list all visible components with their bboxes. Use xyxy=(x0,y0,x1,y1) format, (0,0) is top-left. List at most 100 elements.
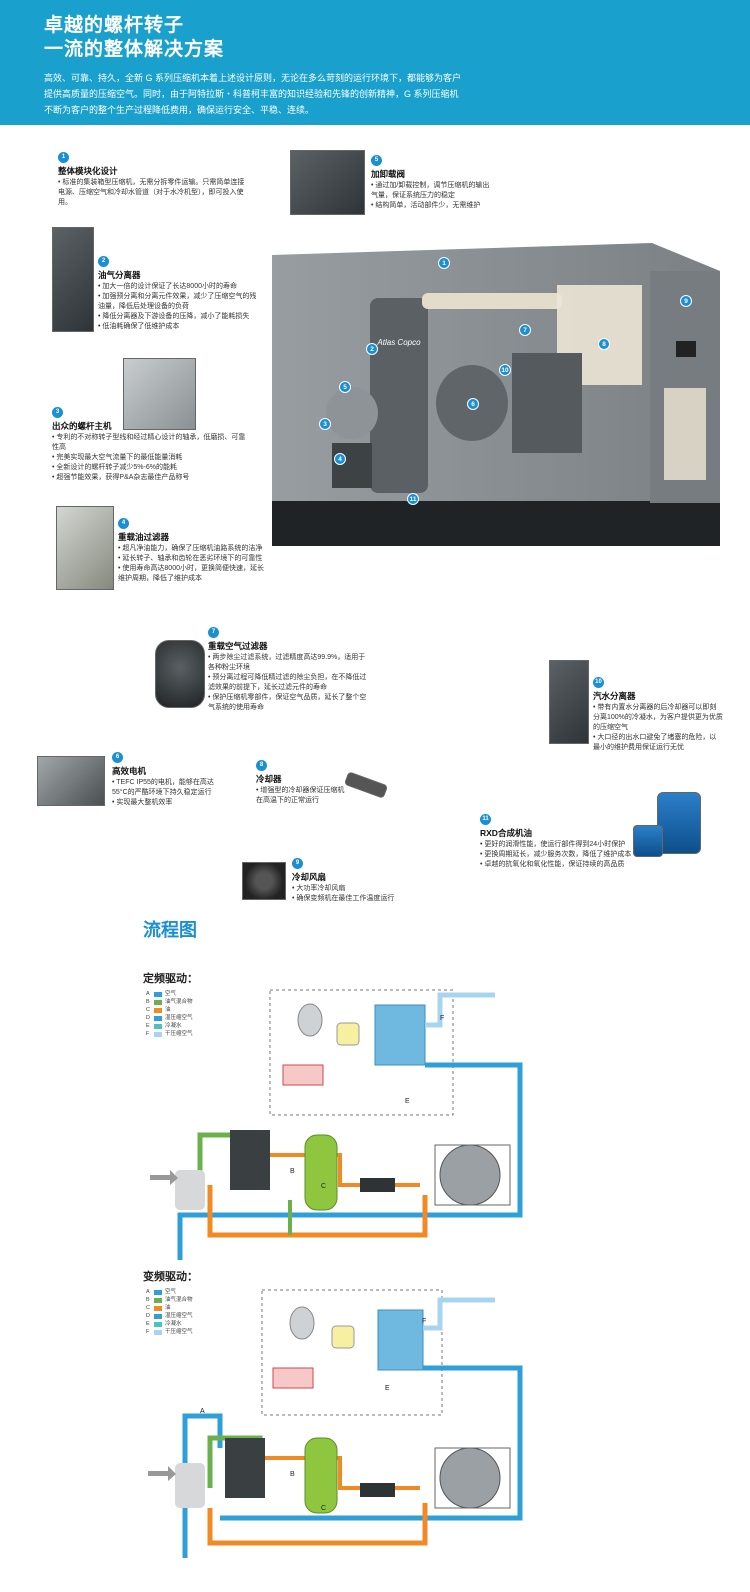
feature-modular-design: 1 整体模块化设计 标准的集装箱型压缩机，无需分拆零件运输。只需简单连接电源、压… xyxy=(58,152,248,208)
feature-title: 冷却风扇 xyxy=(292,872,327,882)
feature-item: 通过加/卸载控制，调节压缩机的输出气量，保证系统压力的稳定 xyxy=(371,181,491,201)
feature-oil-filter: 4 重载油过滤器 超凡净油能力，确保了压缩机油路系统的洁净 延长转子、轴承和齿轮… xyxy=(118,518,268,584)
machine-badge: 8 xyxy=(598,338,610,350)
feature-title: 汽水分离器 xyxy=(593,691,636,701)
legend-swatch xyxy=(154,1329,162,1335)
svg-text:B: B xyxy=(290,1168,295,1175)
feature-item: 降低分离器及下游设备的压降，减小了能耗损失 xyxy=(98,312,258,322)
feature-number: 4 xyxy=(118,518,129,529)
feature-title: 重载油过滤器 xyxy=(118,532,170,542)
feature-item: 超强节能效果，获得P&A杂志最佳产品称号 xyxy=(52,473,252,483)
legend-swatch xyxy=(154,1007,162,1013)
feature-air-filter: 7 重载空气过滤器 两步除尘过滤系统，过滤精度高达99.9%，适用于各种粉尘环境… xyxy=(208,627,368,713)
feature-item: 更换周期延长，减少服务次数，降低了维护成本 xyxy=(480,850,650,860)
machine-badge: 10 xyxy=(499,364,511,376)
machine-badge: 6 xyxy=(467,398,479,410)
legend-swatch xyxy=(154,1015,162,1021)
hero-banner: 卓越的螺杆转子 一流的整体解决方案 高效、可靠、持久，全新 G 系列压缩机本着上… xyxy=(0,0,750,125)
variable-speed-title: 变频驱动： xyxy=(143,1271,198,1283)
feature-item: TEFC IP55的电机，能够在高达55°C的严酷环境下持久稳定运行 xyxy=(112,778,222,798)
screw-element-photo xyxy=(123,358,196,430)
legend-swatch xyxy=(154,1289,162,1295)
feature-item: 标准的集装箱型压缩机，无需分拆零件运输。只需简单连接电源、压缩空气和冷却水管道（… xyxy=(58,178,248,208)
feature-number: 11 xyxy=(480,814,491,825)
legend-swatch xyxy=(154,1321,162,1327)
flow-chart-title: 流程图 xyxy=(143,920,197,940)
feature-item: 增强型的冷却器保证压缩机在高温下的正常运行 xyxy=(256,786,346,806)
legend-swatch xyxy=(154,1031,162,1037)
legend-swatch xyxy=(154,1023,162,1029)
feature-item: 加大一倍的设计保证了长达8000小时的寿命 xyxy=(98,282,258,292)
feature-item: 保护压缩机零部件，保证空气品质，延长了整个空气系统的使用寿命 xyxy=(208,693,368,713)
feature-number: 6 xyxy=(112,752,123,763)
svg-text:E: E xyxy=(405,1098,410,1105)
feature-screw-element: 3 出众的螺杆主机 专利的不对称转子型线和经过精心设计的轴承，低磨损、可靠性高 … xyxy=(52,407,252,483)
feature-item: 卓越的抗氧化和氧化性能，保证持续的高品质 xyxy=(480,860,650,870)
feature-item: 全新设计的螺杆转子减少5%-6%的能耗 xyxy=(52,463,252,473)
feature-cooling-fan: 9 冷却风扇 大功率冷却风扇 确保变频机在最佳工作温度运行 xyxy=(292,858,422,904)
svg-text:E: E xyxy=(385,1385,390,1392)
hero-title-1: 卓越的螺杆转子 xyxy=(44,15,185,36)
feature-oil-separator: 2 油气分离器 加大一倍的设计保证了长达8000小时的寿命 加强预分离和分离元件… xyxy=(98,256,258,332)
feature-item: 带有内置水分离器的后冷却器可以即刻分离100%的冷凝水，为客户提供更为优质的压缩… xyxy=(593,703,723,733)
feature-item: 大口径的出水口避免了堵塞的危险，以最小的维护费用保证运行无忧 xyxy=(593,733,723,753)
oil-separator-photo xyxy=(52,227,94,332)
feature-item: 延长转子、轴承和齿轮在恶劣环境下的可靠性 xyxy=(118,554,268,564)
machine-badge: 4 xyxy=(334,453,346,465)
svg-text:C: C xyxy=(321,1183,326,1190)
feature-number: 9 xyxy=(292,858,303,869)
feature-item: 更好的润滑性能，使运行部件得到24小时保护 xyxy=(480,840,650,850)
machine-badge: 11 xyxy=(407,493,419,505)
machine-badge: 2 xyxy=(366,343,378,355)
compressor-machine-illustration: Atlas Copco 1 2 3 4 5 6 7 8 9 10 11 xyxy=(272,243,722,548)
feature-title: 重载空气过滤器 xyxy=(208,641,268,651)
oil-drum-photo xyxy=(657,792,701,854)
feature-item: 预分离过程可降低精过滤的除尘负担，在不降低过滤效果的前提下，延长过滤元件的寿命 xyxy=(208,673,368,693)
svg-text:C: C xyxy=(321,1505,326,1512)
feature-title: 油气分离器 xyxy=(98,270,141,280)
feature-number: 10 xyxy=(593,677,604,688)
legend-swatch xyxy=(154,1297,162,1303)
fixed-speed-flow-diagram: B C E F xyxy=(150,989,523,1260)
variable-speed-flow-diagram: A B C E F xyxy=(148,1289,523,1558)
feature-number: 8 xyxy=(256,760,267,771)
legend-swatch xyxy=(154,991,162,997)
motor-photo xyxy=(37,756,105,806)
machine-badge: 1 xyxy=(438,257,450,269)
svg-text:F: F xyxy=(422,1318,426,1325)
hero-title-2: 一流的整体解决方案 xyxy=(44,39,225,60)
feature-number: 1 xyxy=(58,152,69,163)
feature-cooler: 8 冷却器 增强型的冷却器保证压缩机在高温下的正常运行 xyxy=(256,760,346,806)
feature-unloader-valve: 5 加卸载阀 通过加/卸载控制，调节压缩机的输出气量，保证系统压力的稳定 结构简… xyxy=(371,155,491,211)
machine-badge: 3 xyxy=(319,418,331,430)
unloader-valve-photo xyxy=(290,150,365,215)
feature-water-separator: 10 汽水分离器 带有内置水分离器的后冷却器可以即刻分离100%的冷凝水，为客户… xyxy=(593,677,723,753)
hero-paragraph: 高效、可靠、持久，全新 G 系列压缩机本着上述设计原则，无论在多么苛刻的运行环境… xyxy=(44,73,462,115)
feature-item: 专利的不对称转子型线和经过精心设计的轴承，低磨损、可靠性高 xyxy=(52,433,252,453)
svg-text:F: F xyxy=(440,1015,444,1022)
feature-number: 3 xyxy=(52,407,63,418)
svg-text:B: B xyxy=(290,1471,295,1478)
feature-title: 冷却器 xyxy=(256,774,282,784)
legend-swatch xyxy=(154,999,162,1005)
legend-swatch xyxy=(154,1305,162,1311)
feature-title: 加卸载阀 xyxy=(371,169,406,179)
feature-number: 2 xyxy=(98,256,109,267)
feature-item: 大功率冷却风扇 xyxy=(292,884,422,894)
oil-can-photo xyxy=(633,825,663,857)
oil-filter-photo xyxy=(56,506,114,590)
feature-item: 加强预分离和分离元件效果，减少了压缩空气的残油量，降低后处理设备的负荷 xyxy=(98,292,258,312)
feature-title: 高效电机 xyxy=(112,766,147,776)
feature-item: 结构简单，活动部件少，无需维护 xyxy=(371,201,491,211)
machine-badge: 7 xyxy=(519,324,531,336)
